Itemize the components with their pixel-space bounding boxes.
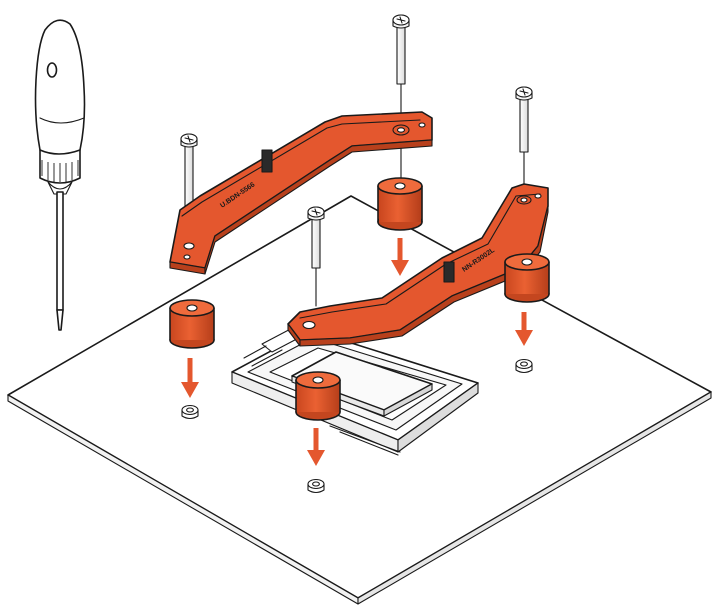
arrow-down-icon — [391, 238, 409, 276]
spacer-icon — [377, 177, 423, 231]
arrow-down-icon — [307, 428, 325, 466]
nut-icon — [515, 358, 533, 374]
arrow-down-icon — [515, 312, 533, 346]
screw-icon — [515, 86, 533, 191]
mounting-bracket-icon: NN-R3002L — [287, 183, 549, 347]
arrow-down-icon — [181, 358, 199, 398]
screw-icon — [307, 206, 325, 307]
spacer-icon — [504, 253, 550, 303]
screwdriver-icon — [34, 19, 86, 331]
nut-icon — [181, 404, 199, 420]
cpu-socket-icon — [231, 323, 479, 456]
mounting-bracket-icon: U.BDN-5566 — [169, 111, 433, 275]
screw-icon — [392, 14, 410, 181]
spacer-icon — [295, 371, 341, 421]
nut-icon — [307, 478, 325, 494]
spacer-icon — [169, 299, 215, 349]
